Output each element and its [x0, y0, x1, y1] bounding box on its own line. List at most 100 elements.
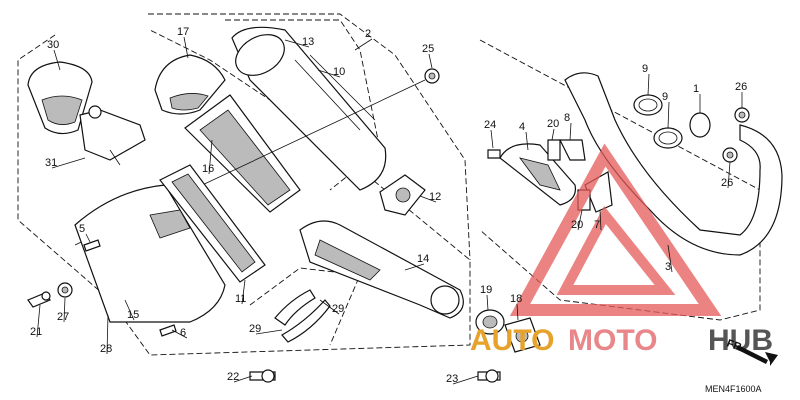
leader-line-2: [354, 38, 373, 51]
front-direction-label: FR.: [725, 338, 746, 355]
leader-line-25: [428, 53, 433, 69]
seal-block-part: [379, 174, 426, 216]
leader-line-29: [319, 299, 340, 315]
leader-line-24: [490, 129, 494, 149]
callout-label-7: 7: [594, 219, 600, 231]
group-outline-band: [249, 267, 361, 346]
callout-label-21: 21: [30, 326, 42, 338]
callout-label-13: 13: [302, 36, 314, 48]
watermark-text-hub: HUB: [708, 324, 773, 357]
exhaust-pipe-part: [564, 72, 783, 256]
leader-line-20b: [577, 209, 583, 231]
heat-shield-part: [499, 143, 577, 206]
leader-line-9: [647, 73, 650, 96]
front-direction-arrow: [735, 345, 778, 366]
leader-line-10: [317, 69, 341, 78]
clamp-9-lower-part: [653, 127, 683, 149]
callout-label-1: 1: [693, 83, 699, 95]
callout-label-6: 6: [180, 327, 186, 339]
leader-line-17: [183, 36, 189, 59]
callout-label-31: 31: [45, 157, 57, 169]
nut-26-bottom-part: [722, 147, 738, 163]
muffler-cone-cap-part: [154, 54, 226, 115]
leader-line-18: [516, 303, 519, 321]
leader-line-19: [486, 294, 489, 311]
leader-line-31: [51, 157, 86, 169]
bolt-21-part: [27, 291, 51, 308]
watermark-text-moto: MOTO: [568, 324, 657, 357]
rivet-6-part: [159, 324, 177, 337]
callout-label-9: 9: [642, 63, 648, 75]
leader-line-14: [404, 263, 425, 271]
callout-label-12: 12: [429, 191, 441, 203]
callout-label-22: 22: [227, 371, 239, 383]
diagram-code: MEN4F1600A: [705, 384, 762, 394]
callout-label-3: 3: [665, 261, 671, 273]
rivet-5-part: [83, 239, 101, 252]
watermark-triangle: [509, 143, 722, 316]
callout-label-10: 10: [333, 66, 345, 78]
callout-label-26b: 26: [721, 177, 733, 189]
rubber-18-part: [504, 317, 541, 353]
callout-label-8: 8: [564, 112, 570, 124]
callout-label-9b: 9: [662, 91, 668, 103]
leader-line-12: [419, 195, 437, 203]
end-cap-inner-part: [79, 105, 146, 166]
callout-label-20: 20: [547, 118, 559, 130]
washer-27-part: [57, 282, 73, 298]
leader-line-15: [124, 299, 135, 321]
watermark-text-auto: AUTO: [470, 324, 554, 357]
leader-line-8: [569, 122, 572, 141]
group-outline-top: [148, 13, 471, 261]
bracket-8-part: [559, 139, 586, 161]
leader-line-4: [525, 131, 529, 151]
bolt-23-part: [477, 369, 501, 383]
callout-label-29b: 29: [249, 323, 261, 335]
callout-label-28: 28: [100, 343, 112, 355]
callout-label-30: 30: [47, 39, 59, 51]
watermark-triangle-inner: [556, 205, 676, 295]
leader-line-28: [106, 314, 109, 355]
watermark-logo: [509, 143, 722, 316]
muffler-body-part: [231, 26, 387, 191]
gasket-1-part: [689, 112, 711, 138]
group-outline-right: [479, 39, 761, 321]
leader-line-26b: [727, 161, 731, 189]
inner-baffle-part: [159, 164, 266, 283]
callout-label-5: 5: [79, 223, 85, 235]
leader-line-20: [551, 128, 555, 141]
end-cap-cone-part: [27, 61, 93, 135]
group-outline-left: [17, 29, 471, 356]
leader-line-3: [667, 244, 673, 273]
leader-line-9b: [667, 101, 670, 129]
leader-line-30: [53, 49, 61, 71]
leader-line-6: [171, 329, 188, 339]
callout-label-4: 4: [519, 121, 525, 133]
callout-label-26: 26: [735, 81, 747, 93]
collar-19-part: [475, 309, 505, 335]
leader-line-21: [36, 304, 41, 338]
callout-label-2: 2: [365, 28, 371, 40]
leader-line-5: [85, 233, 91, 243]
bolt-22-part: [249, 369, 276, 383]
callout-label-23: 23: [446, 373, 458, 385]
callout-label-16: 16: [202, 163, 214, 175]
leader-line-16: [208, 139, 213, 175]
grommet-part: [424, 68, 440, 84]
leader-line-7: [599, 209, 602, 231]
leader-line-13: [284, 39, 310, 48]
leader-line-29b: [255, 329, 283, 335]
callout-label-15: 15: [127, 309, 139, 321]
callout-label-25: 25: [422, 43, 434, 55]
callout-label-19: 19: [480, 284, 492, 296]
callout-label-14: 14: [417, 253, 429, 265]
callout-label-17: 17: [177, 26, 189, 38]
callout-label-20b: 20: [571, 219, 583, 231]
callout-label-24: 24: [484, 119, 496, 131]
bolt-24-part: [487, 149, 501, 159]
leader-line-23: [452, 375, 479, 385]
callout-label-29: 29: [332, 303, 344, 315]
inner-perforated-pipe-part: [184, 94, 301, 213]
